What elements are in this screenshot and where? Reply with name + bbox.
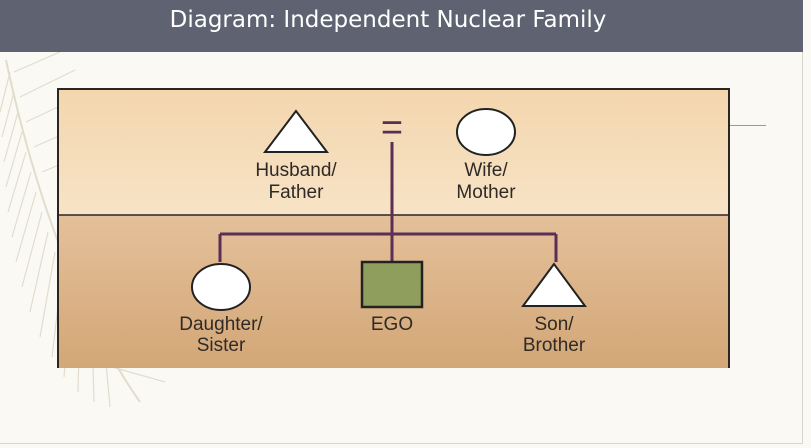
daughter-label-line2: Sister — [197, 335, 246, 356]
ego-square-icon — [360, 260, 424, 309]
wife-circle-icon — [456, 108, 516, 156]
wife-label-line2: Mother — [456, 182, 516, 203]
husband-label-line2: Father — [269, 182, 325, 203]
son-triangle-icon — [521, 262, 587, 307]
husband-label-line1: Husband/ — [255, 160, 337, 181]
husband-triangle-icon — [262, 109, 330, 153]
descent-lines — [218, 142, 558, 262]
ego-label: EGO — [371, 314, 413, 335]
son-label-line1: Son/ — [534, 314, 574, 335]
slide-title: Diagram: Independent Nuclear Family — [169, 7, 607, 33]
wife-label-line1: Wife/ — [464, 160, 508, 181]
daughter-circle-icon — [191, 263, 251, 311]
marriage-equals-sign: = — [381, 107, 403, 149]
title-bar: Diagram: Independent Nuclear Family — [0, 0, 803, 52]
son-label-line2: Brother — [523, 335, 586, 356]
daughter-label-line1: Daughter/ — [179, 314, 263, 335]
kinship-diagram: Husband/ Father = Wife/ Mother Daughter/… — [57, 88, 730, 368]
panel-border — [57, 88, 730, 368]
decorative-rule — [730, 125, 766, 126]
